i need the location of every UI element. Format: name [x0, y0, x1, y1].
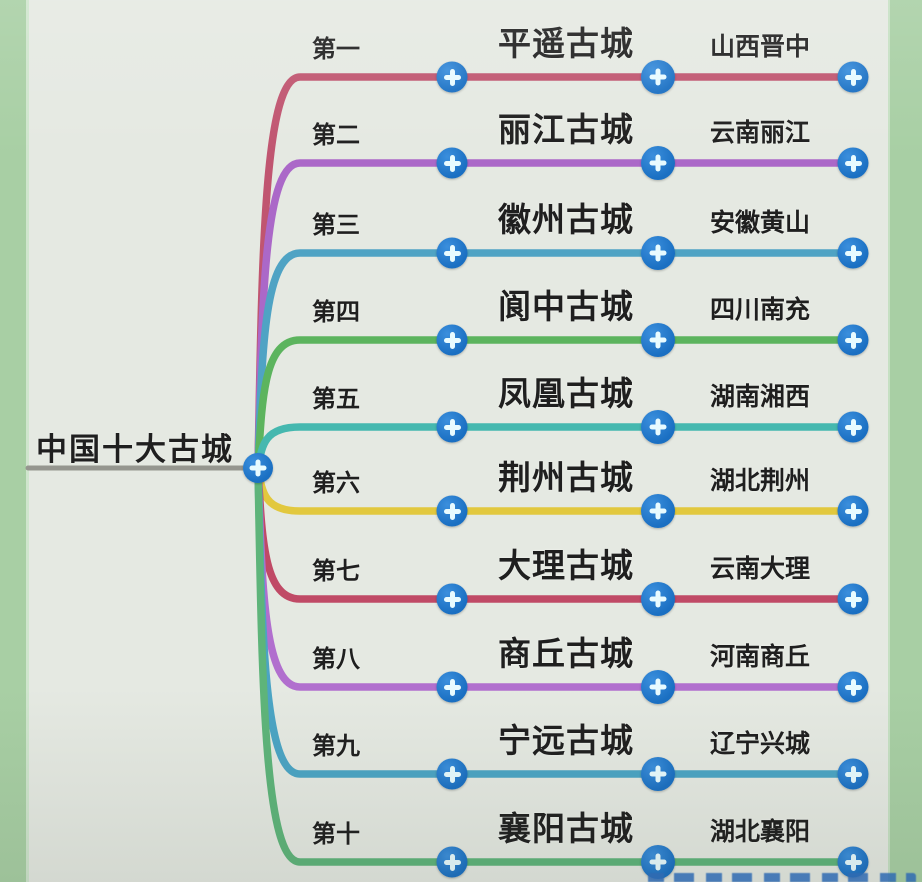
branch-line [254, 336, 857, 472]
city-expand-plus-icon[interactable] [641, 236, 675, 270]
city-expand-plus-icon[interactable] [641, 582, 675, 616]
city-expand-plus-icon[interactable] [641, 323, 675, 357]
location-label[interactable]: 河南商丘 [709, 643, 811, 671]
rank-label: 第五 [312, 386, 360, 413]
city-expand-plus-icon[interactable] [641, 757, 675, 791]
rank-label: 第八 [312, 646, 360, 673]
city-label[interactable]: 徽州古城 [498, 201, 634, 238]
location-expand-plus-icon[interactable] [837, 671, 869, 703]
rank-expand-plus-icon[interactable] [436, 147, 468, 179]
city-label[interactable]: 丽江古城 [498, 111, 634, 148]
rank-label: 第三 [312, 212, 360, 239]
branch-line [254, 464, 857, 866]
location-expand-plus-icon[interactable] [837, 758, 869, 790]
location-expand-plus-icon[interactable] [837, 846, 869, 878]
city-label[interactable]: 大理古城 [498, 547, 634, 584]
location-expand-plus-icon[interactable] [837, 324, 869, 356]
rank-expand-plus-icon[interactable] [436, 846, 468, 878]
root-expand-plus-icon[interactable] [243, 453, 273, 483]
rank-expand-plus-icon[interactable] [436, 237, 468, 269]
rank-expand-plus-icon[interactable] [436, 758, 468, 790]
clipped-watermark [648, 873, 916, 882]
city-label[interactable]: 平遥古城 [498, 25, 634, 62]
rank-expand-plus-icon[interactable] [436, 411, 468, 443]
rank-label: 第二 [312, 122, 360, 149]
city-label[interactable]: 荆州古城 [498, 459, 634, 496]
city-label[interactable]: 阆中古城 [498, 288, 634, 325]
location-label[interactable]: 湖北襄阳 [709, 818, 811, 846]
root-node-label[interactable]: 中国十大古城 [36, 432, 234, 467]
location-label[interactable]: 安徽黄山 [709, 209, 811, 237]
rank-label: 第四 [312, 299, 360, 326]
location-label[interactable]: 山西晋中 [709, 33, 811, 61]
location-label[interactable]: 云南大理 [709, 555, 811, 583]
city-expand-plus-icon[interactable] [641, 146, 675, 180]
right-green-strip [888, 0, 922, 882]
rank-label: 第十 [312, 821, 360, 848]
city-expand-plus-icon[interactable] [641, 494, 675, 528]
rank-label: 第六 [312, 470, 360, 497]
location-label[interactable]: 云南丽江 [709, 119, 811, 147]
location-label[interactable]: 湖北荆州 [709, 467, 811, 495]
location-expand-plus-icon[interactable] [837, 237, 869, 269]
location-expand-plus-icon[interactable] [837, 61, 869, 93]
rank-expand-plus-icon[interactable] [436, 495, 468, 527]
left-green-strip [0, 0, 29, 882]
city-label[interactable]: 襄阳古城 [498, 810, 634, 847]
city-expand-plus-icon[interactable] [641, 60, 675, 94]
city-expand-plus-icon[interactable] [641, 670, 675, 704]
rank-label: 第九 [312, 733, 360, 760]
rank-expand-plus-icon[interactable] [436, 583, 468, 615]
city-label[interactable]: 凤凰古城 [498, 375, 634, 412]
location-label[interactable]: 辽宁兴城 [709, 730, 811, 758]
location-expand-plus-icon[interactable] [837, 495, 869, 527]
rank-expand-plus-icon[interactable] [436, 671, 468, 703]
location-label[interactable]: 湖南湘西 [709, 383, 811, 411]
location-expand-plus-icon[interactable] [837, 411, 869, 443]
city-label[interactable]: 宁远古城 [498, 722, 634, 759]
location-expand-plus-icon[interactable] [837, 583, 869, 615]
city-label[interactable]: 商丘古城 [498, 635, 634, 672]
rank-expand-plus-icon[interactable] [436, 324, 468, 356]
location-expand-plus-icon[interactable] [837, 147, 869, 179]
location-label[interactable]: 四川南充 [709, 296, 811, 324]
rank-expand-plus-icon[interactable] [436, 61, 468, 93]
rank-label: 第一 [312, 36, 360, 63]
rank-label: 第七 [312, 558, 360, 585]
city-expand-plus-icon[interactable] [641, 410, 675, 444]
